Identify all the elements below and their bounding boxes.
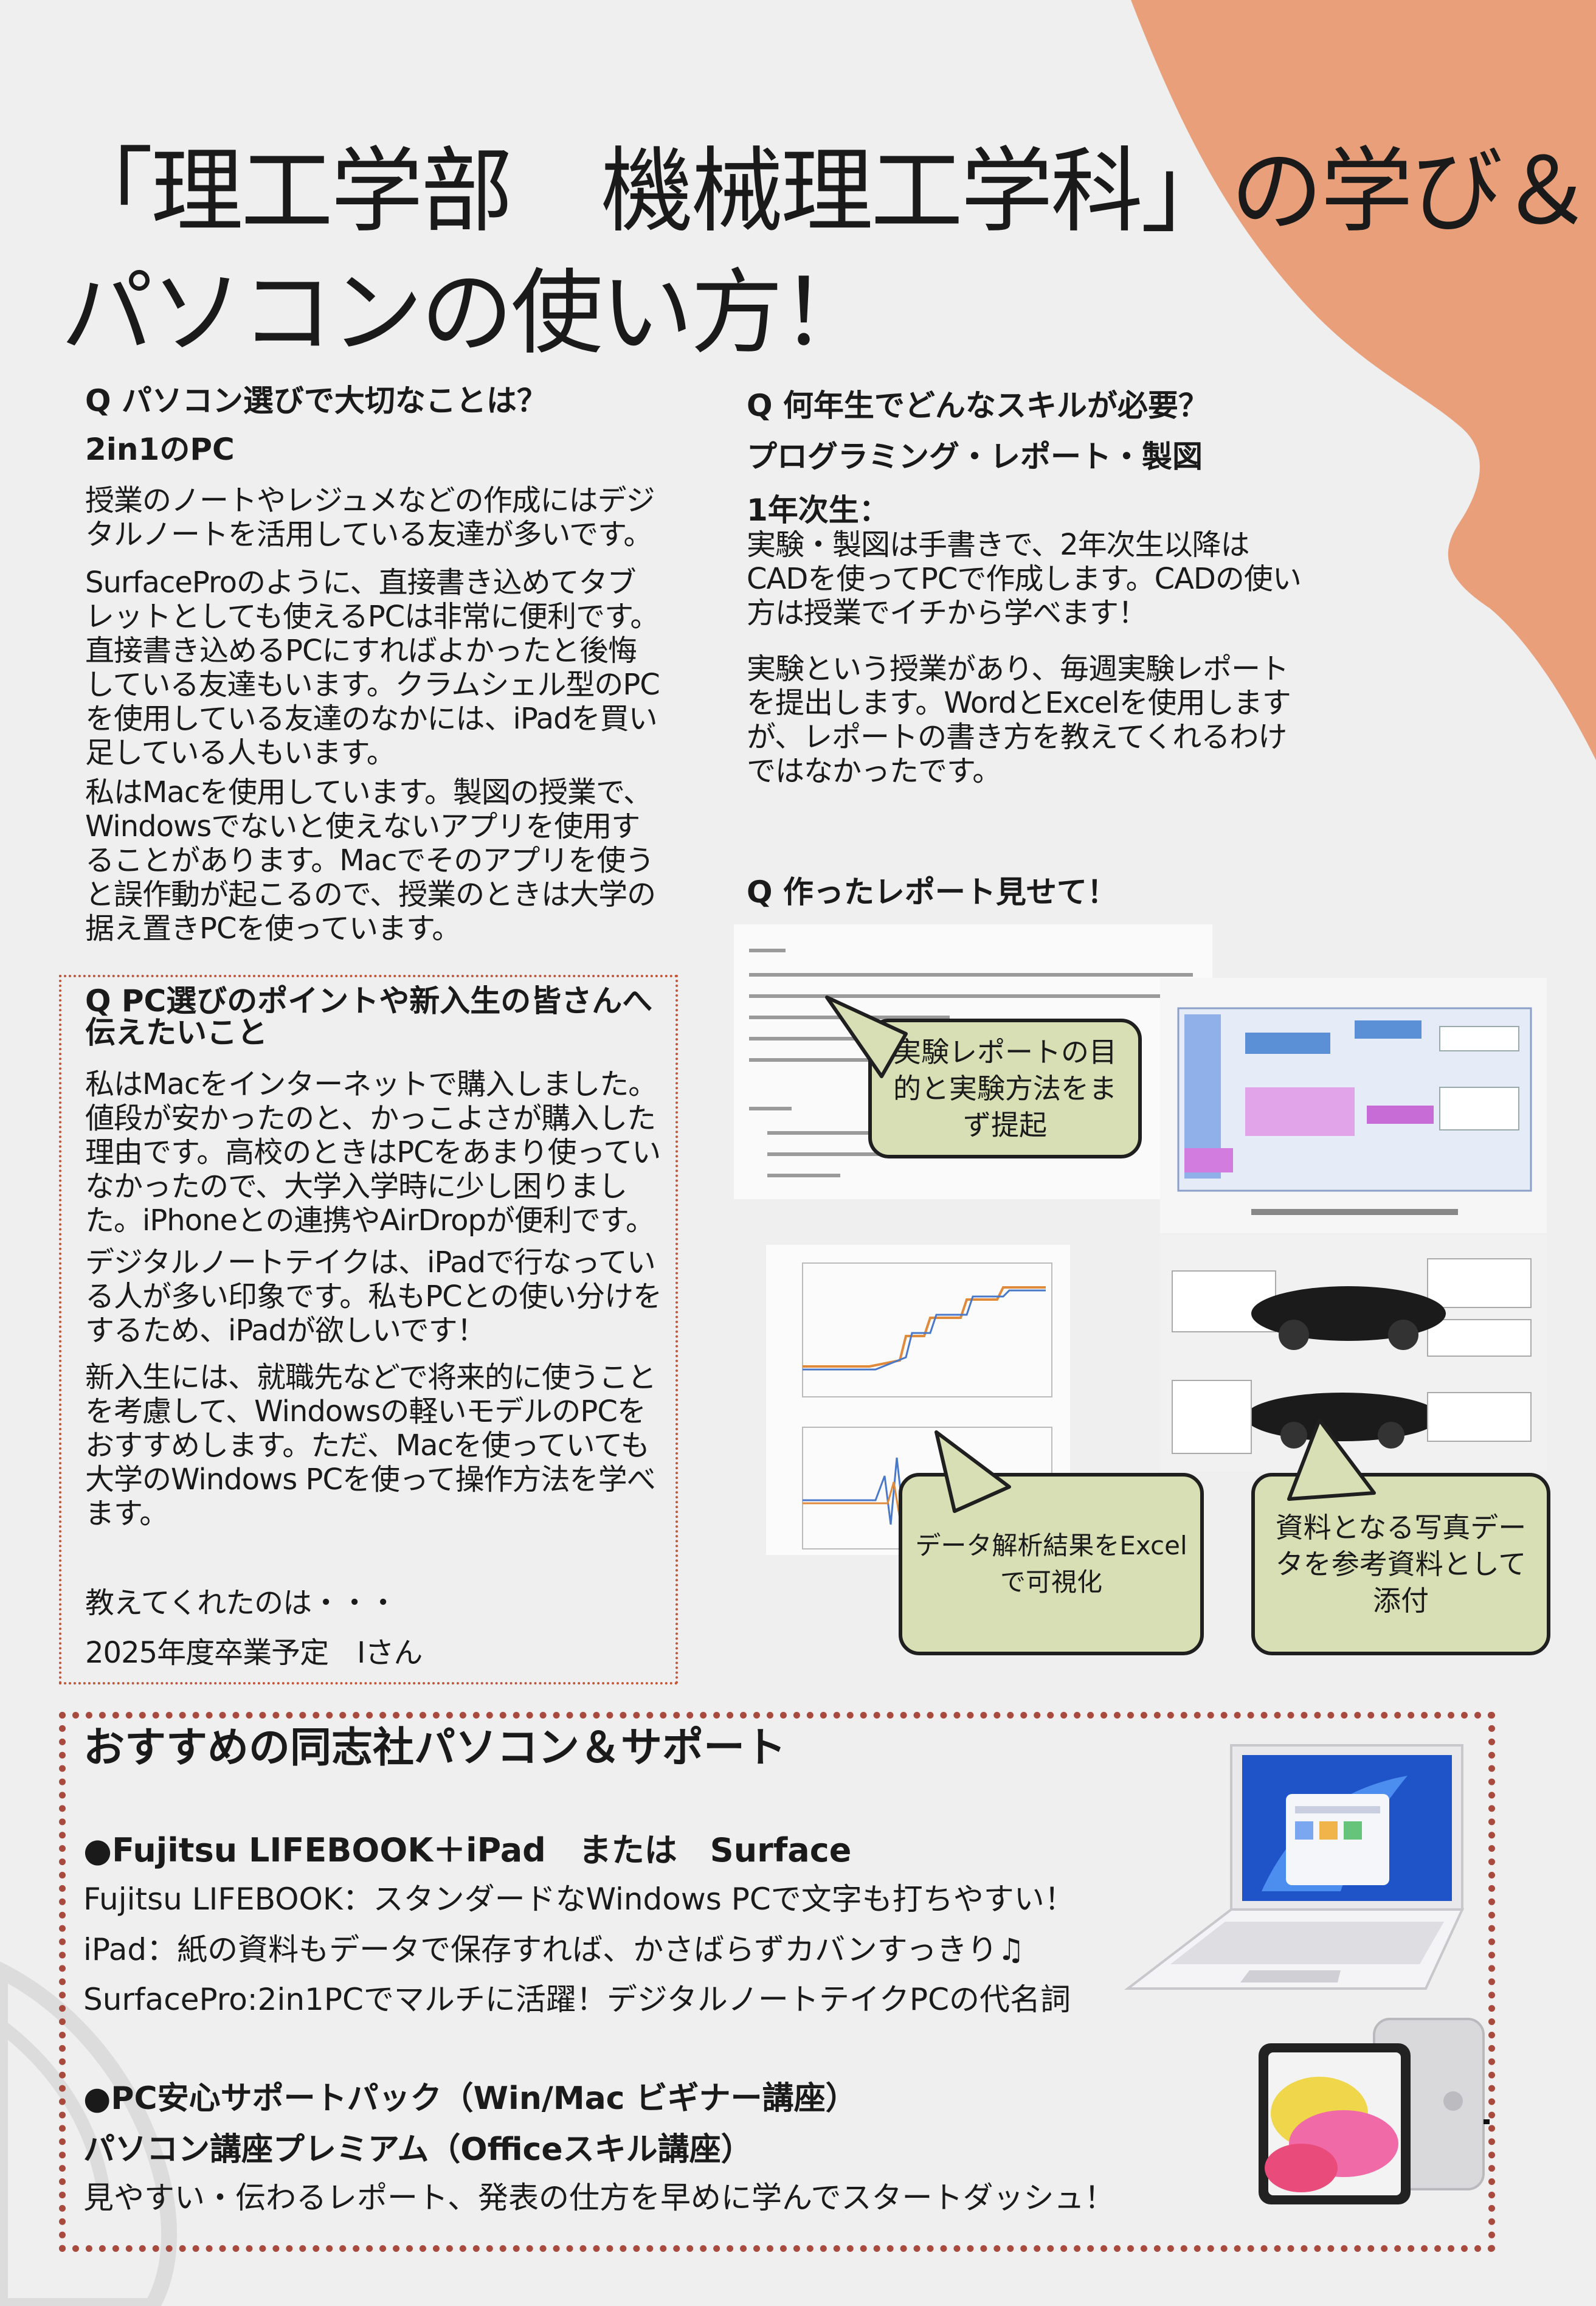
left-paragraph-3: 私はMacを使用しています。製図の授業で、Windowsでないと使えないアプリを… — [85, 775, 656, 946]
answer-heading-skills: プログラミング・レポート・製図 — [747, 439, 1203, 474]
left-paragraph-1: 授業のノートやレジュメなどの作成にはデジタルノートを活用している友達が多いです。 — [85, 483, 655, 552]
bubble-tail-3 — [1287, 1418, 1376, 1501]
recommend-item-2: ●PC安心サポートパック（Win/Mac ビギナー講座） — [83, 2080, 857, 2117]
year-heading: 1年次生： — [747, 493, 890, 528]
recommend-heading: おすすめの同志社パソコン＆サポート — [83, 1724, 787, 1772]
recommend-line-ipad: iPad：紙の資料もデータで保存すれば、かさばらずカバンすっきり♫ — [83, 1932, 1025, 1967]
recommend-line-support: 見やすい・伝わるレポート、発表の仕方を早めに学んでスタートダッシュ！ — [83, 2180, 1115, 2215]
answer-heading-2in1: 2in1のPC — [85, 432, 235, 467]
advice-paragraph-1: 私はMacをインターネットで購入しました。値段が安かったのと、かっこよさが購入し… — [85, 1067, 661, 1238]
recommend-line-surface: SurfacePro:2in1PCでマルチに活躍！デジタルノートテイクPCの代名… — [83, 1982, 1071, 2017]
advice-paragraph-2: デジタルノートテイクは、iPadで行なっている人が多い印象です。私もPCとの使い… — [85, 1245, 662, 1348]
bubble-tail-1 — [825, 995, 908, 1078]
question-show-report: Q 作ったレポート見せて！ — [747, 874, 1118, 910]
credit-name: 2025年度卒業予定 Iさん — [85, 1636, 423, 1670]
report-diagram-image — [1160, 978, 1547, 1233]
advice-paragraph-3: 新入生には、就職先などで将来的に使うことを考慮して、Windowsの軽いモデルの… — [85, 1360, 657, 1531]
recommend-line-lifebook: Fujitsu LIFEBOOK：スタンダードなWindows PCで文字も打ち… — [83, 1882, 1075, 1917]
bubble-tail-2 — [934, 1430, 1011, 1513]
bubble-report-purpose: 実験レポートの目的と実験方法をまず提起 — [868, 1019, 1142, 1158]
title-line-1: 「理工学部 機械理工学科」の学び＆ — [61, 137, 1593, 245]
recommend-item-1: ●Fujitsu LIFEBOOK＋iPad または Surface — [83, 1831, 852, 1869]
recommend-item-2b: パソコン講座プレミアム（Officeスキル講座） — [83, 2131, 753, 2168]
right-paragraph-2: 実験という授業があり、毎週実験レポートを提出します。WordとExcelを使用し… — [747, 652, 1291, 788]
credit-intro: 教えてくれたのは・・・ — [85, 1586, 398, 1620]
question-pc-selection: Q パソコン選びで大切なことは？ — [85, 383, 547, 418]
recommendation-box — [59, 1712, 1495, 2252]
right-paragraph-1: 実験・製図は手書きで、2年次生以降はCADを使ってPCで作成します。CADの使い… — [747, 528, 1302, 630]
laptop-icon — [1124, 1744, 1465, 1990]
bubble-excel: データ解析結果をExcelで可視化 — [899, 1473, 1204, 1655]
left-paragraph-2: SurfaceProのように、直接書き込めてタブレットとしても使えるPCは非常に… — [85, 566, 660, 770]
advice-box — [59, 975, 678, 1684]
report-photo-image — [1160, 1234, 1547, 1472]
bubble-photo-data: 資料となる写真データを参考資料として添付 — [1251, 1473, 1550, 1655]
title-line-2: パソコンの使い方！ — [61, 259, 873, 367]
ipad-icon — [1259, 2018, 1490, 2204]
page-title: 「理工学部 機械理工学科」の学び＆ パソコンの使い方！ — [61, 131, 1593, 374]
question-skills: Q 何年生でどんなスキルが必要？ — [747, 388, 1209, 423]
question-advice: Q PC選びのポイントや新入生の皆さんへ伝えたいこと — [85, 983, 653, 1050]
